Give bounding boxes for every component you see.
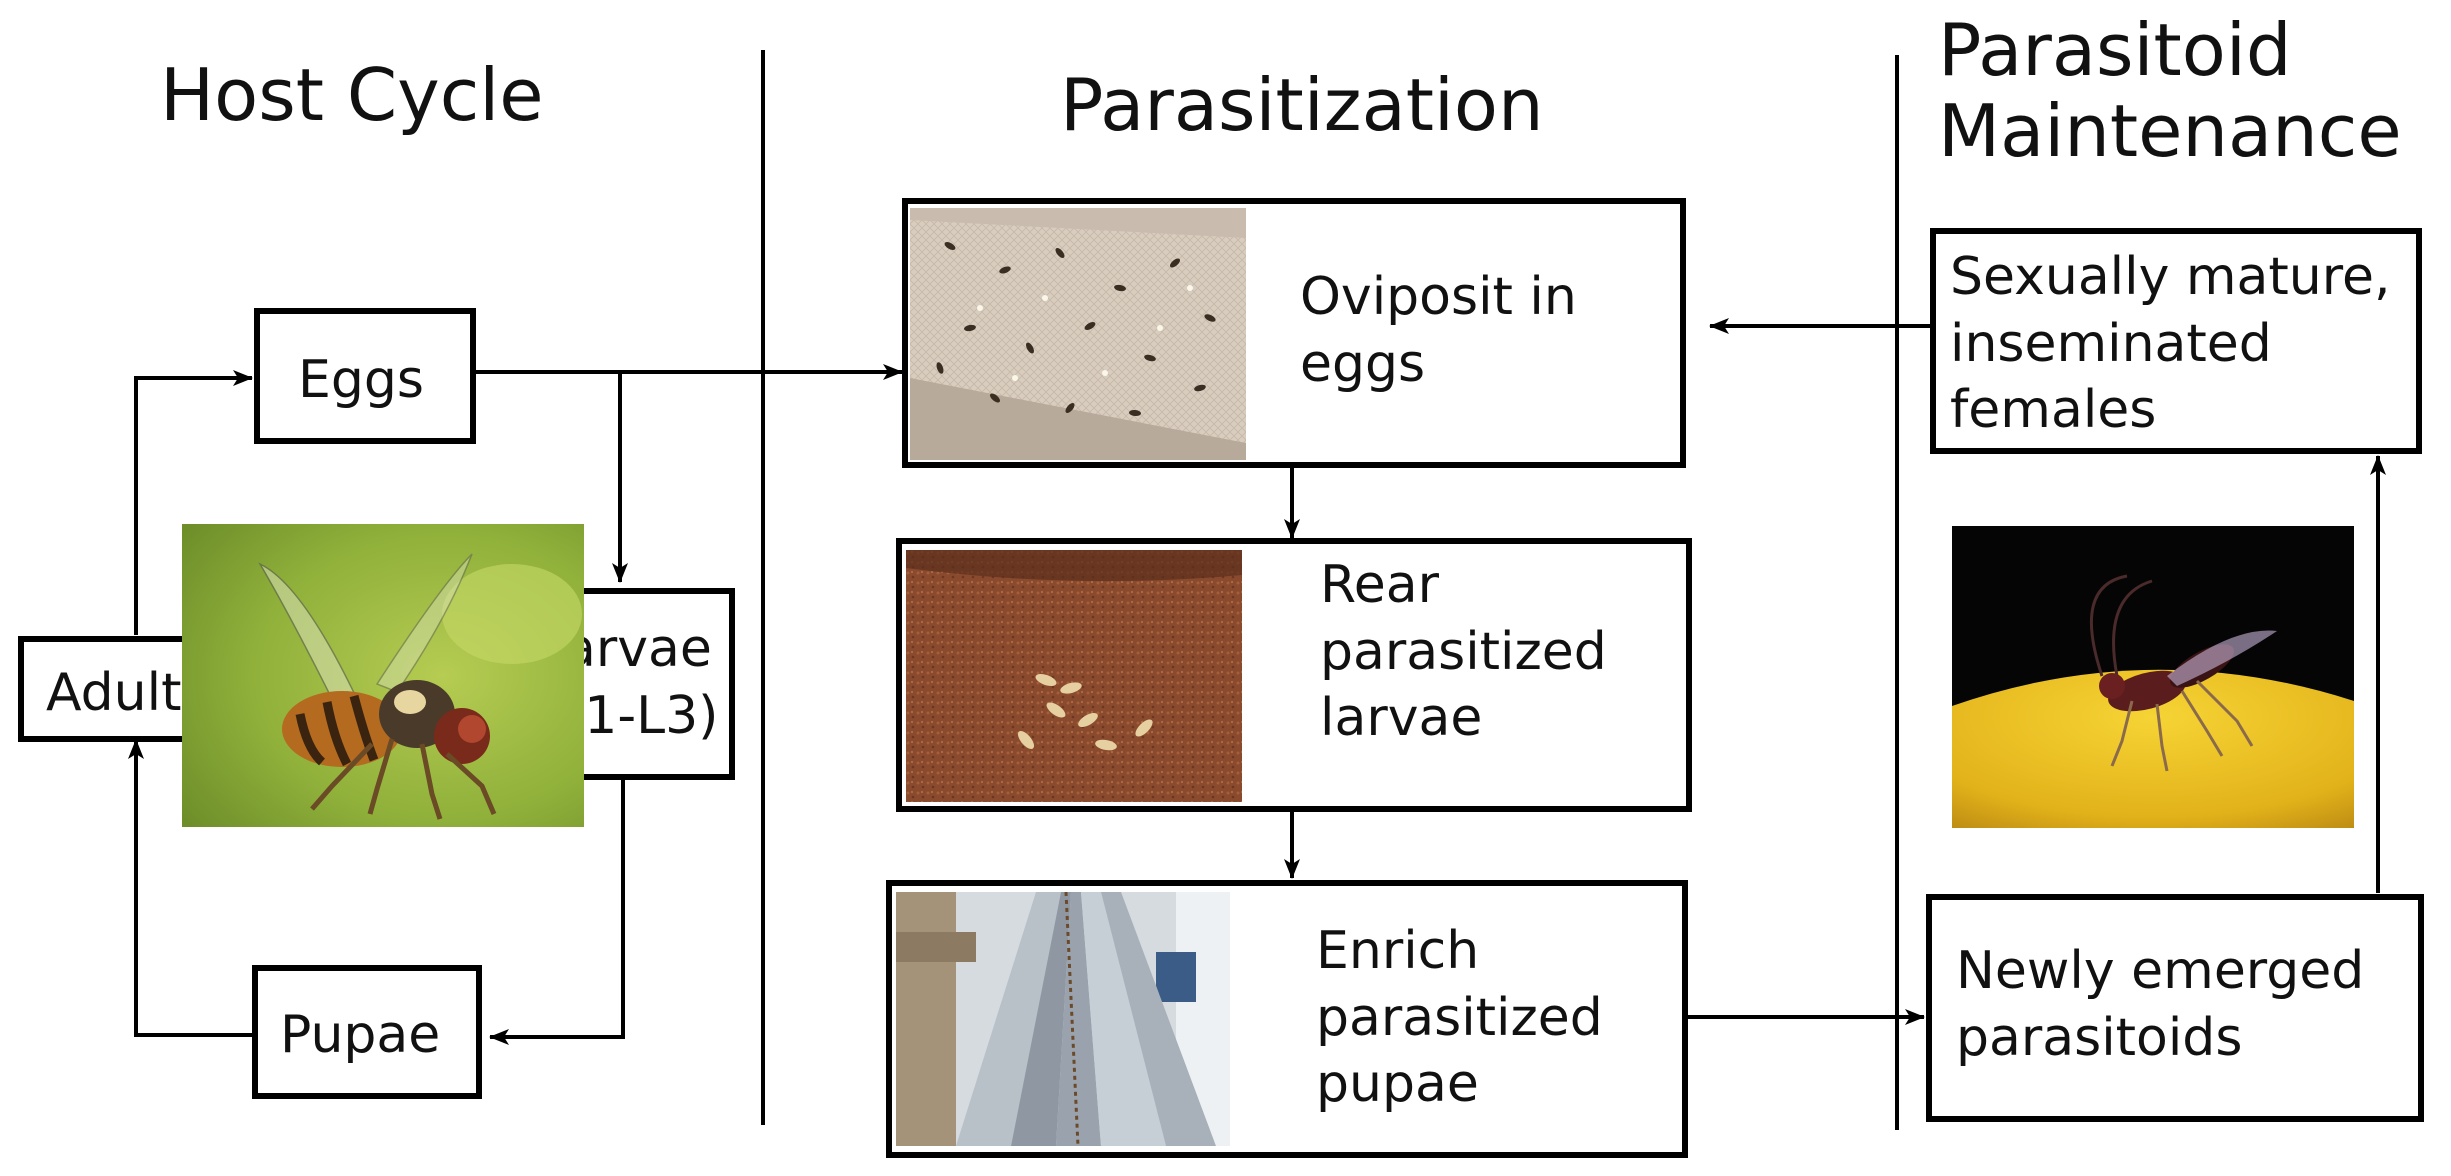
- wasps-on-mesh-photo: [910, 208, 1246, 460]
- newly-emerged-label-line2: parasitoids: [1956, 1007, 2243, 1068]
- females-label: Sexually mature, inseminated females: [1950, 244, 2391, 444]
- arrow-pupae-to-adults: [128, 739, 256, 1037]
- heading-maintenance-line1: Parasitoid: [1938, 8, 2292, 92]
- pupae-box: Pupae: [252, 965, 482, 1099]
- arrow-larvae-to-pupae: [489, 780, 625, 1045]
- rear-label-line1: Rear: [1320, 555, 1440, 615]
- heading-host-cycle: Host Cycle: [160, 53, 544, 137]
- enrich-label-line3: pupae: [1316, 1054, 1479, 1115]
- females-label-line1: Sexually mature,: [1950, 247, 2391, 307]
- heading-maintenance-line2: Maintenance: [1938, 89, 2402, 174]
- newly-emerged-label-line1: Newly emerged: [1956, 941, 2365, 1001]
- parasitoid-wasp-photo: [1952, 526, 2354, 828]
- enrich-label-line2: parasitized: [1316, 987, 1603, 1048]
- fruit-fly-photo: [182, 524, 584, 827]
- females-box: Sexually mature, inseminated females: [1930, 228, 2422, 454]
- rear-label-line3: larvae: [1320, 688, 1483, 749]
- oviposit-label: Oviposit in eggs: [1300, 264, 1577, 397]
- enrich-label-line1: Enrich: [1316, 921, 1480, 981]
- oviposit-label-line1: Oviposit in: [1300, 267, 1577, 327]
- rear-label: Rear parasitized larvae: [1320, 552, 1607, 752]
- arrow-adults-to-eggs: [134, 370, 253, 635]
- eggs-label: Eggs: [298, 350, 424, 410]
- pupae-label: Pupae: [280, 1005, 441, 1065]
- newly-emerged-box: Newly emerged parasitoids: [1926, 894, 2424, 1122]
- females-label-line2: inseminated: [1950, 313, 2272, 374]
- oviposit-label-line2: eggs: [1300, 333, 1426, 394]
- females-label-line3: females: [1950, 380, 2157, 441]
- pupae-channels-photo: [896, 892, 1230, 1146]
- rear-label-line2: parasitized: [1320, 621, 1607, 682]
- adults-label: Adults: [46, 663, 209, 723]
- heading-parasitoid-maintenance: Parasitoid Maintenance: [1938, 8, 2402, 174]
- newly-emerged-label: Newly emerged parasitoids: [1956, 938, 2364, 1071]
- enrich-label: Enrich parasitized pupae: [1316, 918, 1603, 1118]
- larvae-substrate-photo: [906, 550, 1242, 802]
- heading-parasitization: Parasitization: [1060, 63, 1544, 147]
- eggs-box: Eggs: [254, 308, 476, 444]
